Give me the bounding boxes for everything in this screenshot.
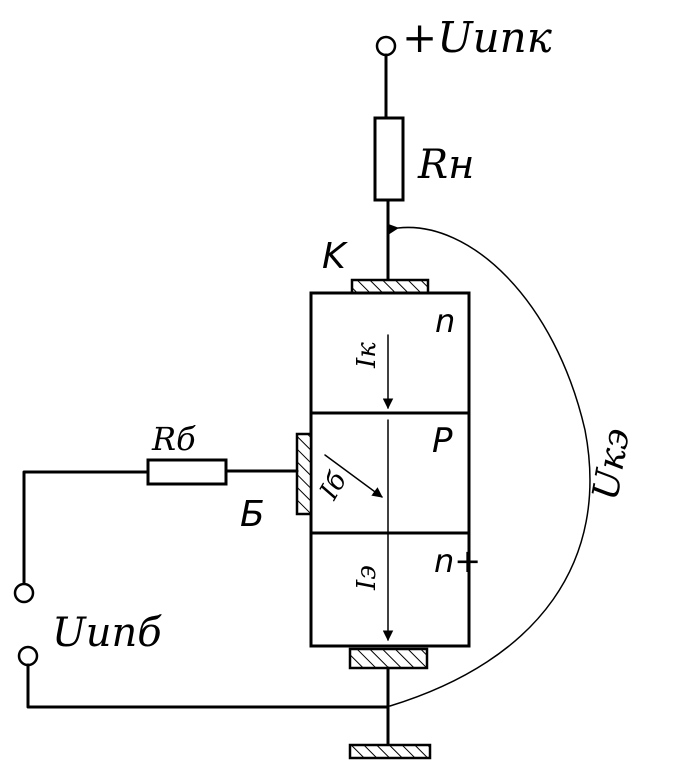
collector-supply-terminal bbox=[375, 35, 397, 57]
uce-voltage-arc bbox=[388, 223, 591, 707]
base-supply-terminal-bottom bbox=[17, 645, 39, 667]
base-wire-left bbox=[22, 470, 150, 585]
region-n-plus-label: n+ bbox=[434, 542, 481, 580]
base-current-arrow bbox=[324, 454, 383, 498]
ground-contact bbox=[348, 743, 432, 760]
emitter-contact bbox=[348, 647, 429, 670]
base-supply-terminal-top bbox=[13, 582, 35, 604]
base-contact bbox=[295, 432, 313, 516]
emitter-current-label: Iэ bbox=[352, 565, 382, 591]
region-p-label: P bbox=[432, 421, 453, 461]
load-resistor-label: Rн bbox=[417, 142, 474, 188]
collector-contact bbox=[350, 278, 430, 295]
collector-terminal-label: K bbox=[322, 236, 348, 277]
base-terminal-label: Б bbox=[240, 494, 265, 535]
base-resistor-label: Rб bbox=[151, 420, 196, 458]
transistor-body bbox=[309, 291, 471, 648]
base-supply-label: Uипб bbox=[52, 610, 162, 656]
uce-voltage-label: Uкэ bbox=[585, 425, 638, 503]
base-resistor bbox=[146, 458, 228, 486]
region-n-label: n bbox=[435, 302, 455, 340]
collector-supply-label: +Uипк bbox=[402, 13, 553, 62]
load-resistor bbox=[373, 116, 405, 202]
collector-current-label: Iк bbox=[352, 342, 382, 369]
base-return-wire bbox=[26, 663, 390, 709]
